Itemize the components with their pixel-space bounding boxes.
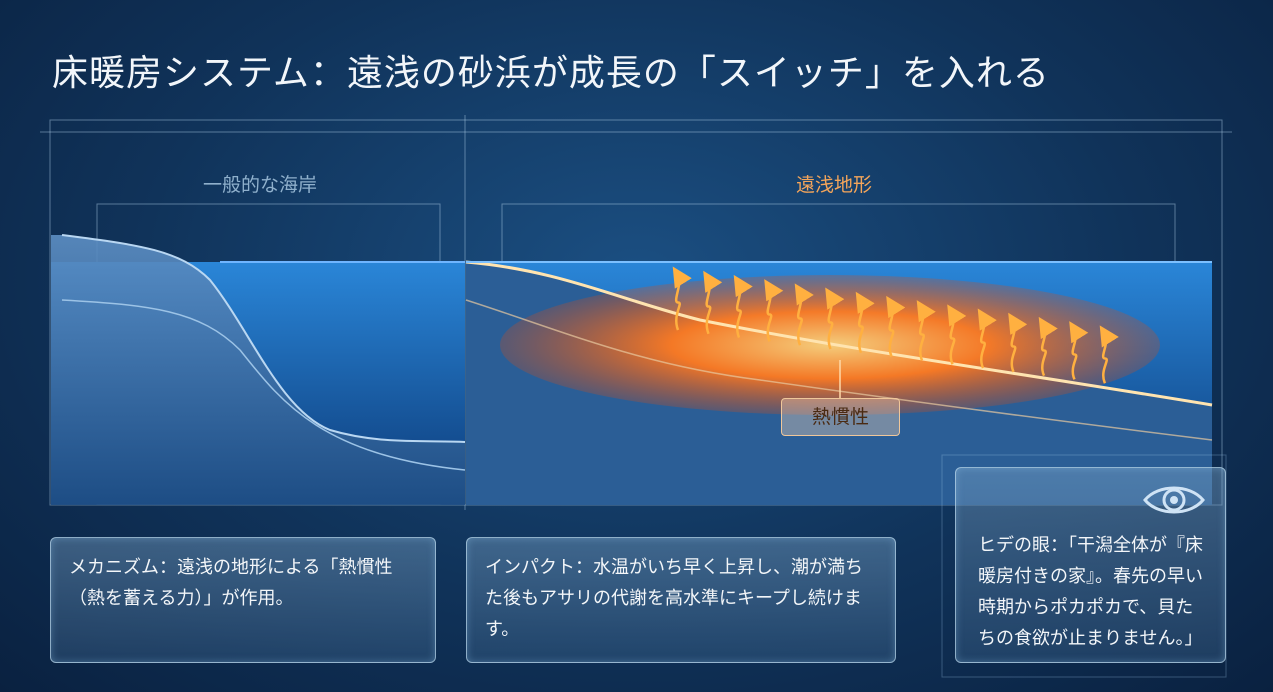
heat-arrow-icon	[855, 291, 875, 354]
heat-arrow-icon	[672, 266, 692, 331]
heat-arrows	[672, 266, 1119, 384]
mechanism-text: メカニズム：遠浅の地形による「熱慣性（熱を蓄える力）」が作用。	[69, 557, 393, 609]
heat-arrow-icon	[916, 300, 936, 361]
heat-arrow-icon	[825, 287, 845, 350]
hide-eye-text: ヒデの眼：「干潟全体が『床暖房付きの家』。春先の早い時期からポカポカで、貝たちの…	[978, 535, 1203, 649]
heat-arrow-icon	[1038, 316, 1058, 377]
hide-eye-card: ヒデの眼：「干潟全体が『床暖房付きの家』。春先の早い時期からポカポカで、貝たちの…	[955, 467, 1226, 663]
label-normal-shore: 一般的な海岸	[203, 174, 318, 196]
thermal-inertia-tag: 熱慣性	[781, 398, 900, 436]
heat-arrow-icon	[1008, 312, 1028, 373]
heat-arrow-icon	[977, 308, 997, 369]
heat-arrow-icon	[1099, 325, 1119, 384]
heat-arrow-icon	[703, 270, 723, 335]
page-title: 床暖房システム：遠浅の砂浜が成長の「スイッチ」を入れる	[52, 53, 1050, 94]
mechanism-card: メカニズム：遠浅の地形による「熱慣性（熱を蓄える力）」が作用。	[50, 537, 436, 663]
heat-arrow-icon	[764, 279, 784, 342]
impact-text: インパクト：水温がいち早く上昇し、潮が満ちた後もアサリの代謝を高水準にキープし続…	[485, 557, 863, 640]
right-flat-scene	[465, 260, 1213, 505]
left-shore-scene	[51, 234, 466, 505]
heat-arrow-icon	[794, 283, 814, 346]
heat-arrow-icon	[1069, 321, 1089, 380]
heat-arrow-icon	[733, 274, 753, 339]
impact-card: インパクト：水温がいち早く上昇し、潮が満ちた後もアサリの代謝を高水準にキープし続…	[466, 537, 896, 663]
heat-arrow-icon	[947, 304, 967, 365]
eye-icon	[1143, 486, 1205, 514]
grid-decoration	[941, 454, 1227, 678]
label-tidal-flat: 遠浅地形	[796, 174, 873, 196]
heat-arrow-icon	[886, 295, 906, 358]
